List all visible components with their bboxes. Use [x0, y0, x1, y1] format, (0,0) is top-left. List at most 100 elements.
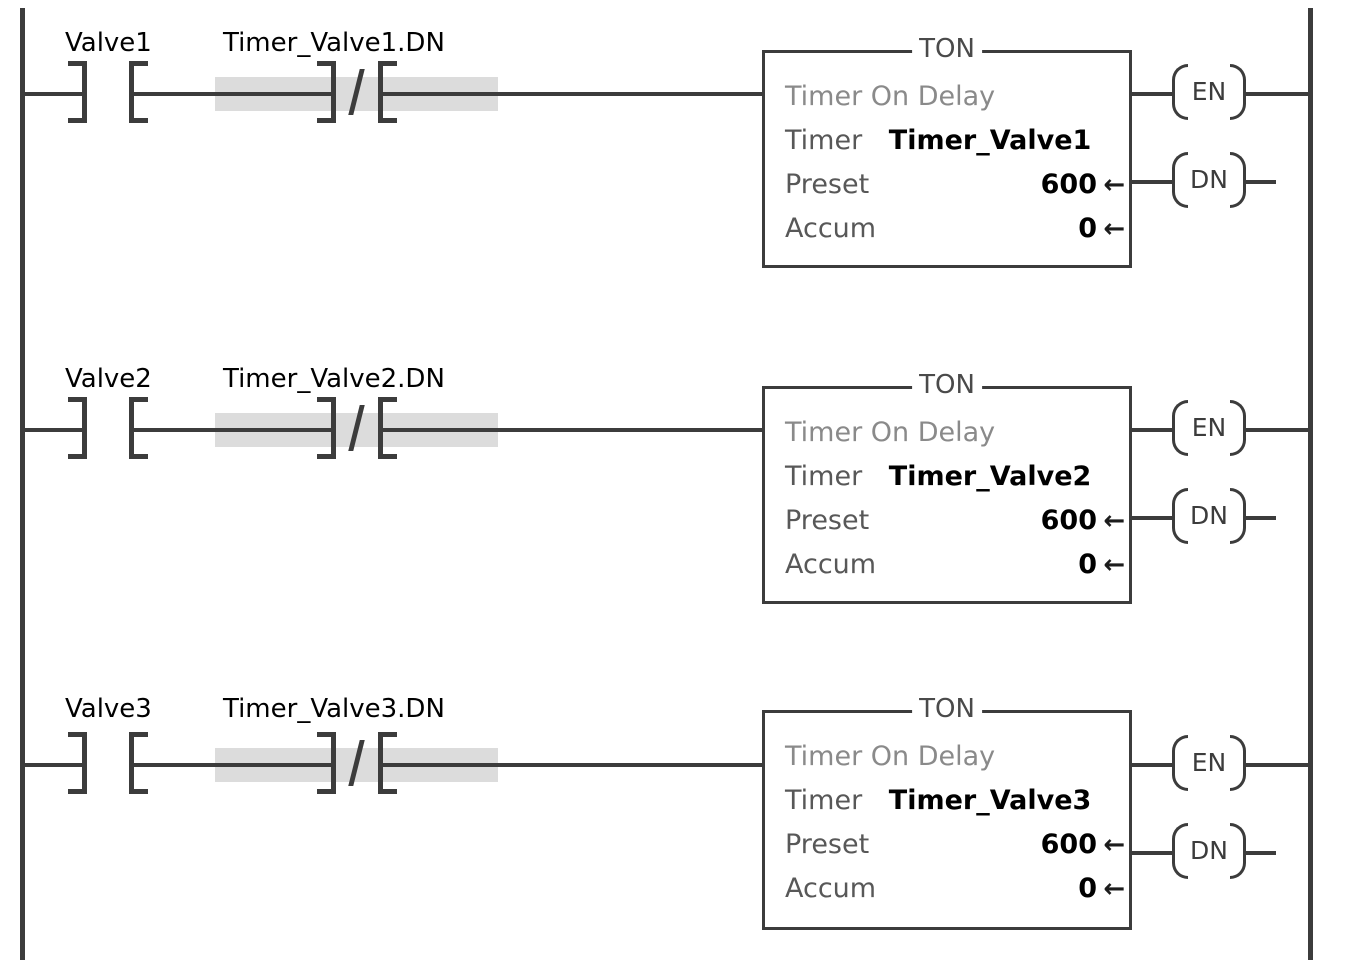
- contact-nc-timer-valve3-dn[interactable]: [317, 732, 397, 794]
- ton-block-title: TON: [912, 696, 982, 722]
- ton-accum-value[interactable]: 0: [1078, 549, 1097, 580]
- ton-row-accum[interactable]: Accum 0: [785, 207, 1097, 251]
- ton-timer-operand[interactable]: Timer_Valve1: [888, 125, 1092, 156]
- ton-timer-label: Timer: [785, 461, 863, 492]
- contact-cap-top-right: [129, 61, 148, 66]
- contact-nc-timer-valve2-dn[interactable]: [317, 397, 397, 459]
- ton-timer-label: Timer: [785, 785, 863, 816]
- coil-en-3[interactable]: EN: [1172, 735, 1246, 791]
- ton-block-1[interactable]: TON Timer On Delay Timer Timer_Valve1 Pr…: [762, 36, 1132, 268]
- ton-row-accum[interactable]: Accum 0: [785, 867, 1097, 911]
- preset-arrow-left-icon: ←: [1103, 170, 1125, 200]
- contact-bar-left: [331, 61, 336, 123]
- contact-tag-valve3: Valve3: [65, 694, 152, 724]
- ton-preset-value[interactable]: 600: [1040, 505, 1097, 536]
- ton-row-description: Timer On Delay: [785, 735, 1097, 779]
- ton-row-timer[interactable]: Timer Timer_Valve2: [785, 455, 1097, 499]
- preset-arrow-left-icon: ←: [1103, 506, 1125, 536]
- ton-block-body: Timer On Delay Timer Timer_Valve2 Preset…: [785, 411, 1097, 587]
- contact-bar-right: [129, 397, 134, 459]
- wire-contact-to-contact-1: [129, 92, 331, 96]
- contact-cap-bottom-left: [317, 118, 336, 123]
- coil-dn-label: DN: [1190, 165, 1228, 194]
- wire-rail-to-contact-3: [22, 763, 82, 767]
- contact-cap-top-left: [317, 732, 336, 737]
- ton-row-preset[interactable]: Preset 600: [785, 823, 1097, 867]
- contact-cap-bottom-right: [378, 789, 397, 794]
- accum-arrow-left-icon: ←: [1103, 874, 1125, 904]
- right-power-rail: [1308, 8, 1313, 960]
- ton-row-preset[interactable]: Preset 600: [785, 163, 1097, 207]
- contact-bar-left: [82, 732, 87, 794]
- wire-en-coil-to-rail-2: [1246, 428, 1310, 432]
- coil-en-1[interactable]: EN: [1172, 64, 1246, 120]
- ton-row-description: Timer On Delay: [785, 411, 1097, 455]
- contact-tag-timer-valve1-dn: Timer_Valve1.DN: [223, 28, 445, 58]
- contact-tag-timer-valve2-dn: Timer_Valve2.DN: [223, 364, 445, 394]
- contact-no-valve3[interactable]: [68, 732, 148, 794]
- contact-slash: [348, 405, 365, 451]
- wire-contact-to-contact-2: [129, 428, 331, 432]
- ton-row-timer[interactable]: Timer Timer_Valve3: [785, 779, 1097, 823]
- contact-cap-top-left: [68, 732, 87, 737]
- ton-row-accum[interactable]: Accum 0: [785, 543, 1097, 587]
- accum-arrow-left-icon: ←: [1103, 550, 1125, 580]
- ton-description-text: Timer On Delay: [785, 741, 996, 772]
- contact-bar-left: [82, 61, 87, 123]
- contact-cap-bottom-right: [129, 454, 148, 459]
- preset-arrow-left-icon: ←: [1103, 830, 1125, 860]
- ton-description-text: Timer On Delay: [785, 417, 996, 448]
- coil-dn-2[interactable]: DN: [1172, 488, 1246, 544]
- ton-accum-label: Accum: [785, 873, 877, 904]
- coil-en-2[interactable]: EN: [1172, 400, 1246, 456]
- coil-dn-1[interactable]: DN: [1172, 152, 1246, 208]
- coil-dn-3[interactable]: DN: [1172, 823, 1246, 879]
- contact-cap-bottom-right: [378, 118, 397, 123]
- coil-en-label: EN: [1191, 413, 1227, 442]
- ton-preset-value[interactable]: 600: [1040, 169, 1097, 200]
- ton-timer-label: Timer: [785, 125, 863, 156]
- ton-preset-label: Preset: [785, 829, 870, 860]
- contact-cap-bottom-left: [68, 118, 87, 123]
- contact-bar-right: [378, 732, 383, 794]
- contact-cap-top-left: [317, 61, 336, 66]
- wire-contact-to-contact-3: [129, 763, 331, 767]
- coil-paren-right: [1230, 152, 1246, 208]
- ton-accum-label: Accum: [785, 213, 877, 244]
- accum-arrow-left-icon: ←: [1103, 214, 1125, 244]
- wire-contact-to-block-2: [379, 428, 764, 432]
- contact-cap-bottom-left: [317, 454, 336, 459]
- contact-cap-top-right: [129, 732, 148, 737]
- ton-block-title: TON: [912, 372, 982, 398]
- contact-cap-bottom-left: [68, 789, 87, 794]
- coil-paren-right: [1230, 400, 1246, 456]
- contact-no-valve1[interactable]: [68, 61, 148, 123]
- coil-en-label: EN: [1191, 748, 1227, 777]
- ton-preset-label: Preset: [785, 169, 870, 200]
- contact-cap-top-left: [68, 61, 87, 66]
- ton-preset-value[interactable]: 600: [1040, 829, 1097, 860]
- contact-bar-right: [378, 61, 383, 123]
- ton-block-body: Timer On Delay Timer Timer_Valve3 Preset…: [785, 735, 1097, 911]
- ton-row-description: Timer On Delay: [785, 75, 1097, 119]
- contact-bar-left: [331, 732, 336, 794]
- ton-block-title: TON: [912, 36, 982, 62]
- ton-timer-operand[interactable]: Timer_Valve2: [888, 461, 1092, 492]
- contact-no-valve2[interactable]: [68, 397, 148, 459]
- ton-row-timer[interactable]: Timer Timer_Valve1: [785, 119, 1097, 163]
- ton-block-2[interactable]: TON Timer On Delay Timer Timer_Valve2 Pr…: [762, 372, 1132, 604]
- coil-paren-right: [1230, 735, 1246, 791]
- contact-bar-right: [129, 61, 134, 123]
- ton-timer-operand[interactable]: Timer_Valve3: [888, 785, 1092, 816]
- contact-cap-bottom-right: [378, 454, 397, 459]
- ton-accum-value[interactable]: 0: [1078, 213, 1097, 244]
- coil-dn-label: DN: [1190, 501, 1228, 530]
- ton-accum-value[interactable]: 0: [1078, 873, 1097, 904]
- ton-row-preset[interactable]: Preset 600: [785, 499, 1097, 543]
- wire-block-to-dn-coil-2: [1130, 516, 1172, 520]
- ton-block-3[interactable]: TON Timer On Delay Timer Timer_Valve3 Pr…: [762, 696, 1132, 930]
- contact-cap-bottom-left: [68, 454, 87, 459]
- wire-en-coil-to-rail-1: [1246, 92, 1310, 96]
- contact-nc-timer-valve1-dn[interactable]: [317, 61, 397, 123]
